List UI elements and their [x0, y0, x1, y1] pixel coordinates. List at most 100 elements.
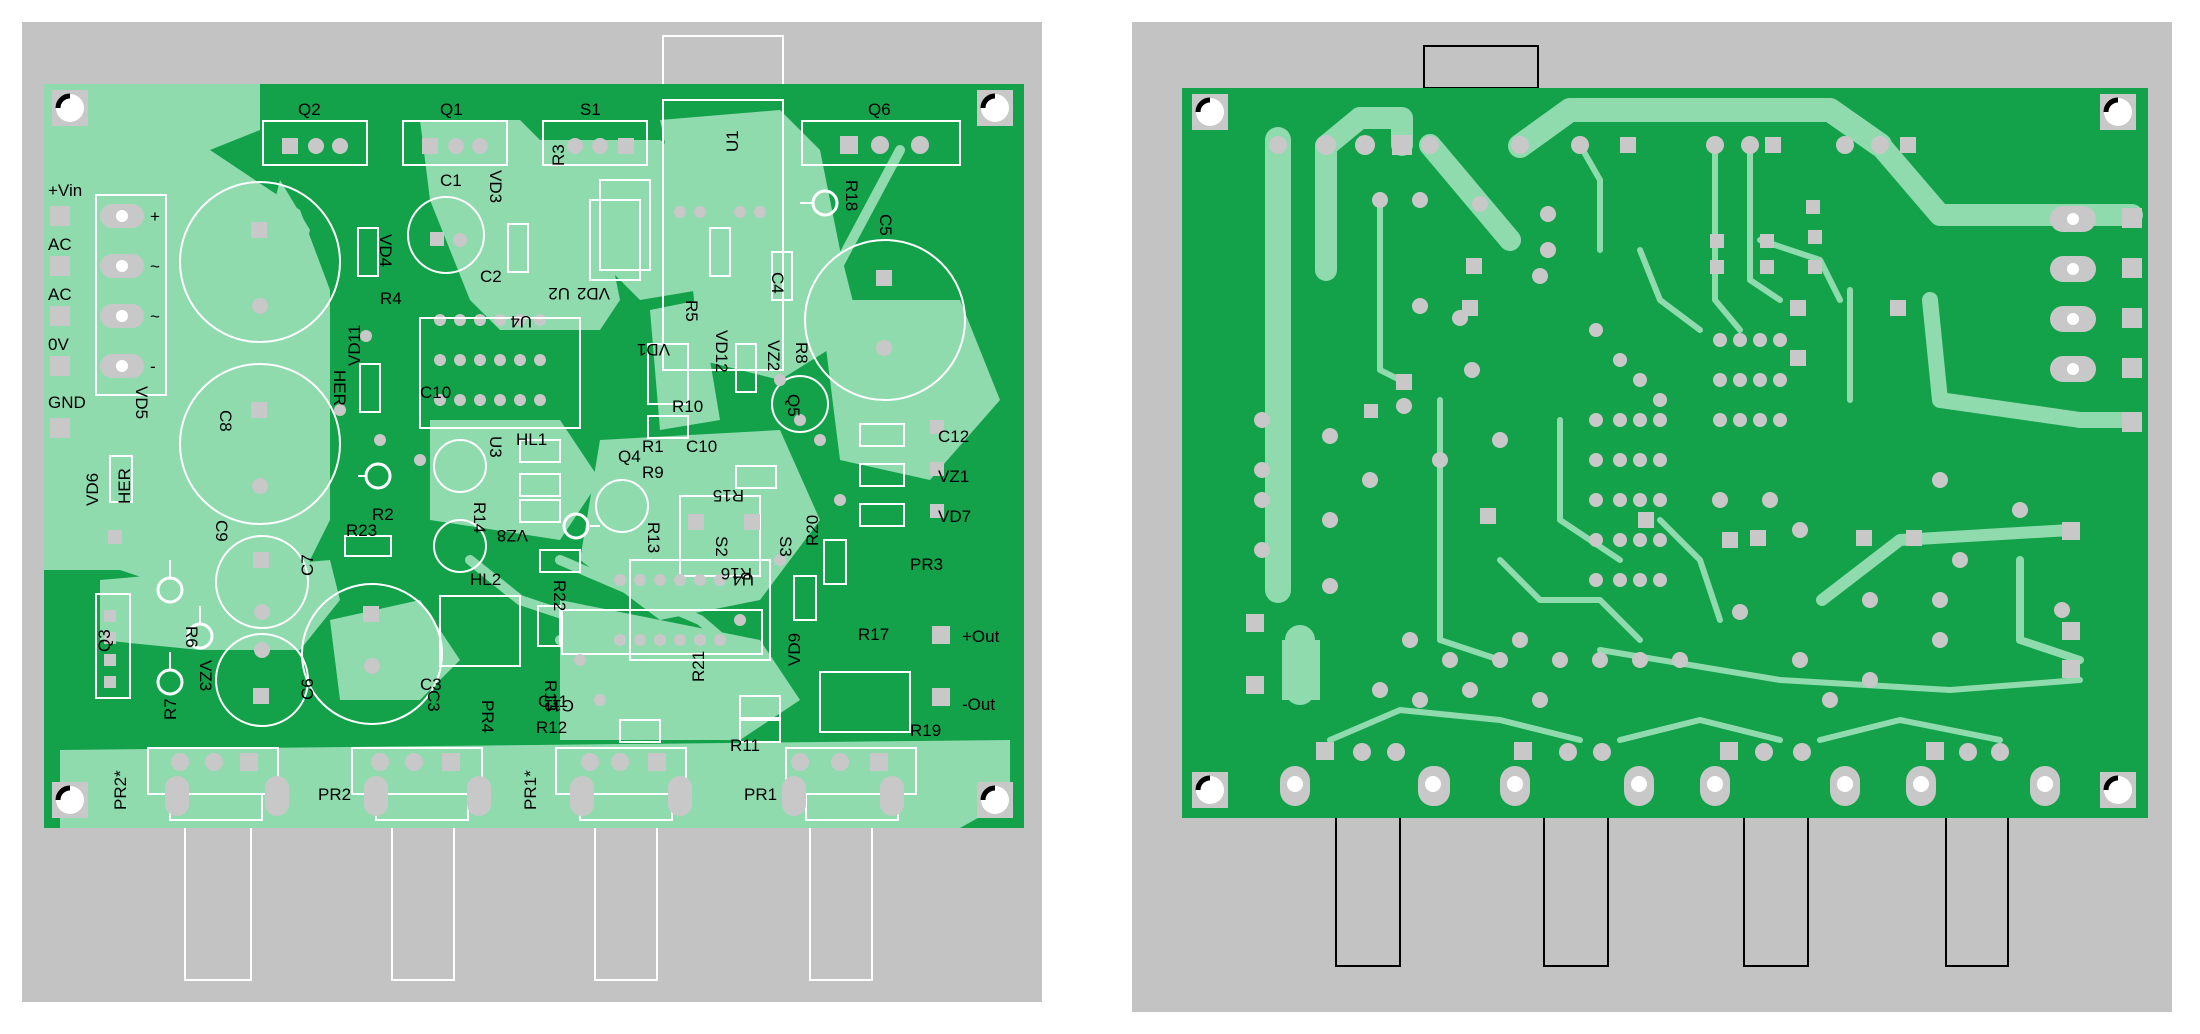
label-r23: R23 [346, 521, 377, 540]
bottom-pot-row-holes [1287, 776, 2053, 792]
c1-outline [407, 196, 485, 274]
label-u1: U3 [486, 436, 505, 458]
label-vd3: VD3 [486, 170, 505, 203]
trace-b8 [1816, 524, 2076, 606]
label-u2: U2 [548, 284, 570, 303]
q2-outline [262, 120, 368, 166]
label-r8: R8 [792, 342, 811, 364]
label-pr1: PR1 [744, 785, 777, 804]
bottom-view-panel [1132, 22, 2172, 1012]
label-r3: R3 [549, 144, 568, 166]
label-pr1-star: PR1* [521, 770, 540, 810]
top-view-panel: Q2 Q1 S1 Q6 C1 C2 C10 C10 C11 R2 R4 R1 R… [22, 22, 1042, 1002]
label-ac1: AC [48, 235, 72, 254]
label-s2: S2 [712, 536, 731, 557]
label-q1: Q1 [440, 100, 463, 119]
label-r10: R10 [672, 397, 703, 416]
label-u3: U4 [732, 570, 754, 589]
trace-b19 [1327, 707, 1583, 743]
label-r12: R12 [536, 718, 567, 737]
label-c12: C12 [938, 427, 969, 446]
label-c3b: C3 [424, 690, 443, 712]
label-q4: Q4 [618, 447, 641, 466]
trace-b18 [1497, 557, 1643, 643]
connector-outline [95, 194, 167, 396]
label-r19: R19 [910, 721, 941, 740]
trace-b12 [1747, 142, 1783, 303]
label-q3: Q3 [95, 629, 114, 652]
label-u4: U4 [510, 312, 532, 331]
copper-pour-center [430, 420, 600, 540]
label-q5: Q5 [784, 394, 803, 417]
label-r15: R15 [713, 486, 744, 505]
bottom-mounting-holes [1192, 94, 2136, 808]
bottom-scattered-pads [1246, 136, 2070, 708]
label-r6: R6 [182, 626, 201, 648]
label-vz3: VZ3 [196, 660, 215, 691]
q5-outline [771, 375, 829, 433]
copper-pour-bottom [60, 740, 1010, 828]
c6a-outline [215, 633, 309, 727]
c9-outline [179, 363, 341, 525]
label-r14: R14 [470, 502, 489, 533]
label-vz2: VZ2 [764, 340, 783, 371]
label-c11b: C11 [544, 696, 574, 715]
trace-4 [595, 695, 765, 725]
label-c2: C2 [480, 267, 502, 286]
u4-outline [419, 317, 581, 429]
u3-outline [629, 559, 771, 661]
mark-minus: - [150, 357, 156, 376]
label-vd6: VD6 [83, 473, 102, 506]
top-silkscreen: Q2 Q1 S1 Q6 C1 C2 C10 C10 C11 R2 R4 R1 R… [48, 100, 1000, 804]
trace-b4 [1508, 98, 1892, 158]
trace-b2 [1315, 107, 1413, 157]
copper-pour-r5 [650, 300, 720, 430]
trace-b21 [1817, 717, 2003, 743]
trace-b13 [1577, 142, 1603, 253]
label-c5: C5 [876, 214, 895, 236]
top-scattered-pads [104, 206, 950, 706]
label-q2: Q2 [298, 100, 321, 119]
label-c8: C8 [216, 410, 235, 432]
label-r9: R9 [642, 463, 664, 482]
c6-outline [301, 583, 443, 725]
copper-pour-c3 [330, 600, 460, 700]
label-r5: R5 [682, 300, 701, 322]
trace-5 [555, 615, 625, 645]
label-0v: 0V [48, 335, 69, 354]
label-c6: C6 [298, 678, 317, 700]
c7-outline [215, 535, 309, 629]
label-pr2: PR2 [318, 785, 351, 804]
label-vd2: VD2 [577, 284, 610, 303]
label-vz1: VZ1 [938, 467, 969, 486]
label-r2: R2 [372, 505, 394, 524]
copper-pour-right [820, 300, 1000, 480]
label-gnd: GND [48, 393, 86, 412]
top-transistor-row [262, 120, 961, 166]
label-pr4: PR4 [478, 700, 497, 733]
trace-b6 [1922, 292, 2088, 428]
mark-ac1: ~ [150, 257, 160, 276]
label-c10b: C10 [686, 437, 717, 456]
label-vd12: VD12 [712, 330, 731, 373]
label-r18: R18 [842, 180, 861, 211]
label-r20: R20 [803, 515, 822, 546]
label-vd9: VD9 [785, 633, 804, 666]
s1-outline [542, 120, 648, 166]
top-mounting-holes [52, 90, 1013, 818]
label-c7: C7 [298, 554, 317, 576]
copper-pour-vd4 [260, 180, 310, 300]
trace-b3 [1419, 134, 1521, 251]
label-vin: +Vin [48, 181, 82, 200]
mark-ac2: ~ [150, 307, 160, 326]
label-out-plus: +Out [962, 627, 1000, 646]
label-vd1: VD1 [637, 340, 670, 359]
trace-b20 [1617, 717, 1783, 743]
c8-outline [179, 181, 341, 343]
label-r4: R4 [380, 289, 402, 308]
trace-1 [755, 145, 905, 365]
label-r7: R7 [161, 698, 180, 720]
trace-b10 [1377, 197, 1403, 383]
label-ac2: AC [48, 285, 72, 304]
